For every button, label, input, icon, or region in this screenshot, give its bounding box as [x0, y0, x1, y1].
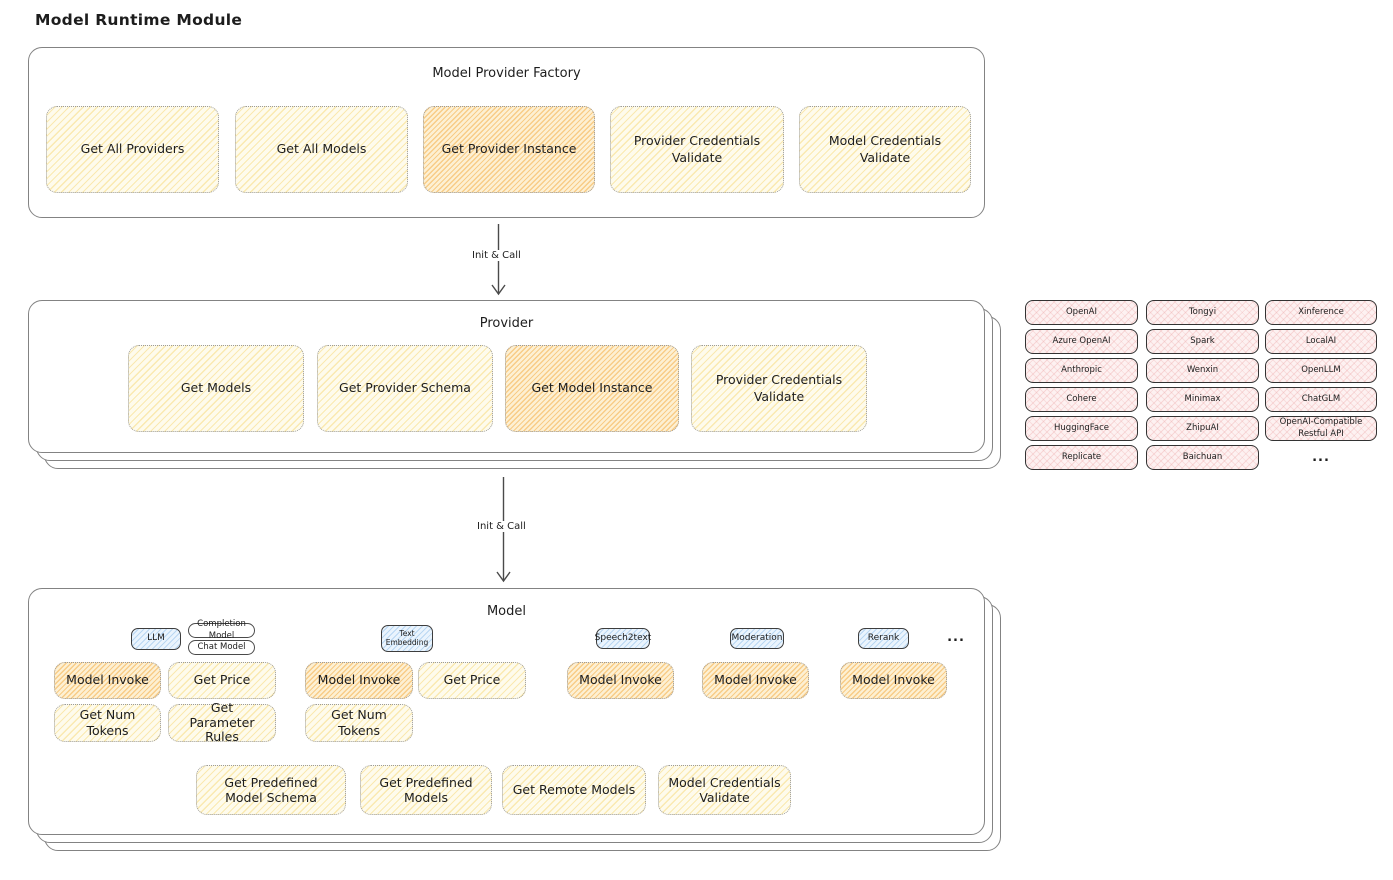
more-model-types-ellipsis: ... — [947, 629, 965, 645]
model-node-llm-model-invoke: Model Invoke — [54, 662, 161, 699]
provider-item-azure-openai: Azure OpenAI — [1025, 329, 1138, 354]
provider-item-openai: OpenAI — [1025, 300, 1138, 325]
arrow-label-init-call-1: Init & Call — [468, 250, 525, 261]
model-node-llm-get-parameter-rules: Get Parameter Rules — [168, 701, 276, 744]
model-node-embedding-model-invoke: Model Invoke — [305, 662, 413, 699]
factory-node-get-all-providers: Get All Providers — [46, 106, 219, 193]
provider-node-get-provider-schema: Get Provider Schema — [317, 345, 493, 432]
provider-node-provider-credentials-validate: Provider Credentials Validate — [691, 345, 867, 432]
model-node-get-predefined-models: Get Predefined Models — [360, 765, 492, 815]
factory-node-provider-credentials-validate: Provider Credentials Validate — [610, 106, 784, 193]
model-node-embedding-get-num-tokens: Get Num Tokens — [305, 704, 413, 742]
chip-speech2text: Speech2text — [595, 628, 651, 649]
more-providers-ellipsis: ... — [1312, 449, 1330, 465]
provider-item-localai: LocalAI — [1265, 329, 1377, 354]
factory-node-get-all-models: Get All Models — [235, 106, 408, 193]
model-node-model-credentials-validate: Model Credentials Validate — [658, 765, 791, 815]
chip-llm: LLM — [131, 628, 181, 650]
chip-chat-model: Chat Model — [188, 640, 255, 655]
chip-completion-model: Completion Model — [188, 619, 255, 641]
provider-item-tongyi: Tongyi — [1146, 300, 1259, 325]
provider-item-openllm: OpenLLM — [1265, 358, 1377, 383]
model-node-llm-get-num-tokens: Get Num Tokens — [54, 704, 161, 742]
provider-item-baichuan: Baichuan — [1146, 445, 1259, 470]
model-node-rerank-model-invoke: Model Invoke — [840, 662, 947, 699]
model-node-get-remote-models: Get Remote Models — [502, 765, 646, 815]
provider-item-xinference: Xinference — [1265, 300, 1377, 325]
model-title: Model — [486, 604, 527, 619]
provider-node-get-model-instance: Get Model Instance — [505, 345, 679, 432]
factory-node-get-provider-instance: Get Provider Instance — [423, 106, 595, 193]
provider-item-chatglm: ChatGLM — [1265, 387, 1377, 412]
provider-item-wenxin: Wenxin — [1146, 358, 1259, 383]
page-title: Model Runtime Module — [35, 11, 243, 29]
provider-item-openai-compatible: OpenAI-Compatible Restful API — [1265, 416, 1377, 441]
model-node-speech2text-model-invoke: Model Invoke — [567, 662, 674, 699]
chip-rerank: Rerank — [858, 628, 909, 649]
provider-title: Provider — [479, 316, 534, 331]
provider-item-minimax: Minimax — [1146, 387, 1259, 412]
model-node-get-predefined-model-schema: Get Predefined Model Schema — [196, 765, 346, 815]
factory-node-model-credentials-validate: Model Credentials Validate — [799, 106, 971, 193]
chip-moderation: Moderation — [730, 628, 784, 649]
provider-item-anthropic: Anthropic — [1025, 358, 1138, 383]
provider-node-get-models: Get Models — [128, 345, 304, 432]
provider-item-cohere: Cohere — [1025, 387, 1138, 412]
factory-title: Model Provider Factory — [432, 66, 581, 81]
provider-item-replicate: Replicate — [1025, 445, 1138, 470]
model-node-llm-get-price: Get Price — [168, 662, 276, 699]
provider-item-zhipuai: ZhipuAI — [1146, 416, 1259, 441]
model-node-moderation-model-invoke: Model Invoke — [702, 662, 809, 699]
provider-item-spark: Spark — [1146, 329, 1259, 354]
chip-text-embedding: Text Embedding — [381, 625, 433, 652]
provider-item-huggingface: HuggingFace — [1025, 416, 1138, 441]
arrow-label-init-call-2: Init & Call — [473, 521, 530, 532]
model-node-embedding-get-price: Get Price — [418, 662, 526, 699]
